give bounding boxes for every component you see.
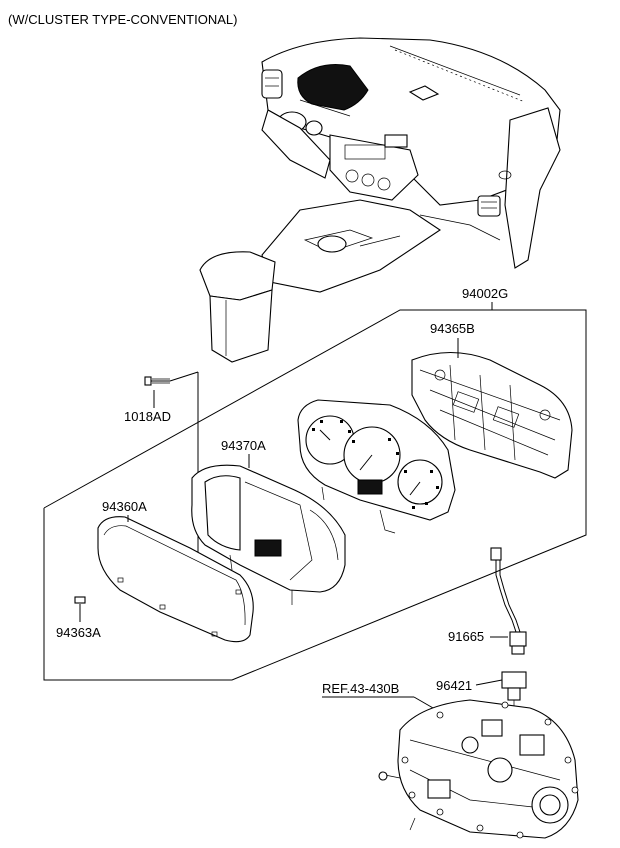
label-1018ad: 1018AD — [124, 409, 171, 424]
label-94002g: 94002G — [462, 286, 508, 301]
label-96421: 96421 — [436, 678, 472, 693]
assembly-boundary — [43, 309, 587, 681]
lens-94360a — [97, 516, 254, 643]
transmission — [378, 699, 579, 839]
label-94360a: 94360A — [102, 499, 147, 514]
speed-sensor-96421 — [501, 671, 527, 712]
label-94370a: 94370A — [221, 438, 266, 453]
sensor-wire-91665 — [490, 547, 527, 655]
label-94365b: 94365B — [430, 321, 475, 336]
diagram-header: (W/CLUSTER TYPE-CONVENTIONAL) — [8, 12, 237, 27]
dashboard-illustration — [199, 37, 561, 363]
pad-94363a — [74, 596, 86, 604]
case-94370a — [191, 464, 346, 605]
gauge-face — [297, 399, 456, 534]
pcb-94365b — [411, 351, 573, 479]
leader-96421 — [475, 679, 503, 686]
label-91665: 91665 — [448, 629, 484, 644]
label-ref-43-430b: REF.43-430B — [322, 681, 399, 696]
label-94363a: 94363A — [56, 625, 101, 640]
